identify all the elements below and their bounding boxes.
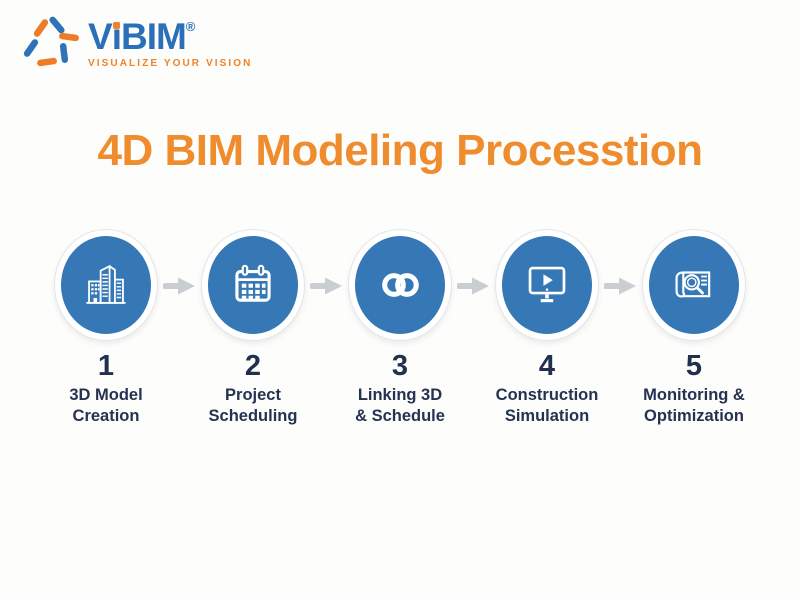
step-label: Construction Simulation — [495, 385, 599, 425]
vibim-logo: ViBIM® VISUALIZE YOUR VISION — [20, 12, 253, 74]
vibim-logo-text: ViBIM® VISUALIZE YOUR VISION — [88, 18, 253, 69]
flow-arrow-icon — [309, 275, 344, 297]
building-icon — [86, 264, 126, 304]
blueprint-magnifier-icon — [675, 271, 711, 298]
step-label: Project Scheduling — [208, 385, 298, 425]
step-number: 5 — [685, 350, 703, 382]
step-label: 3D Model Creation — [69, 385, 143, 425]
step-3d-model-creation: 1 3D Model Creation — [50, 229, 162, 426]
step-number: 4 — [538, 350, 556, 382]
calendar-icon — [235, 264, 271, 302]
flow-arrow-icon — [162, 275, 197, 297]
step-label: Linking 3D & Schedule — [355, 385, 445, 425]
step-number: 1 — [97, 350, 115, 382]
step-number: 3 — [391, 350, 409, 382]
brand-name: ViBIM® — [88, 15, 196, 57]
step-monitoring-optimization: 5 Monitoring & Optimization — [638, 229, 750, 426]
flow-arrow-icon — [603, 275, 638, 297]
step-construction-simulation: 4 Construction Simulation — [491, 229, 603, 426]
step-project-scheduling: 2 Project Scheduling — [197, 229, 309, 426]
logo-tagline: VISUALIZE YOUR VISION — [88, 57, 253, 69]
step-label: Monitoring & Optimization — [643, 385, 745, 425]
simulation-monitor-icon — [528, 266, 566, 303]
vibim-pinwheel-icon — [23, 16, 79, 67]
registered-mark: ® — [185, 18, 196, 34]
process-flow: 1 3D Model Creation — [0, 229, 800, 426]
flow-arrow-icon — [456, 275, 491, 297]
step-linking-3d-schedule: 3 Linking 3D & Schedule — [344, 229, 456, 426]
step-number: 2 — [244, 350, 262, 382]
link-icon — [382, 273, 419, 297]
page-title: 4D BIM Modeling Processtion — [97, 126, 703, 175]
